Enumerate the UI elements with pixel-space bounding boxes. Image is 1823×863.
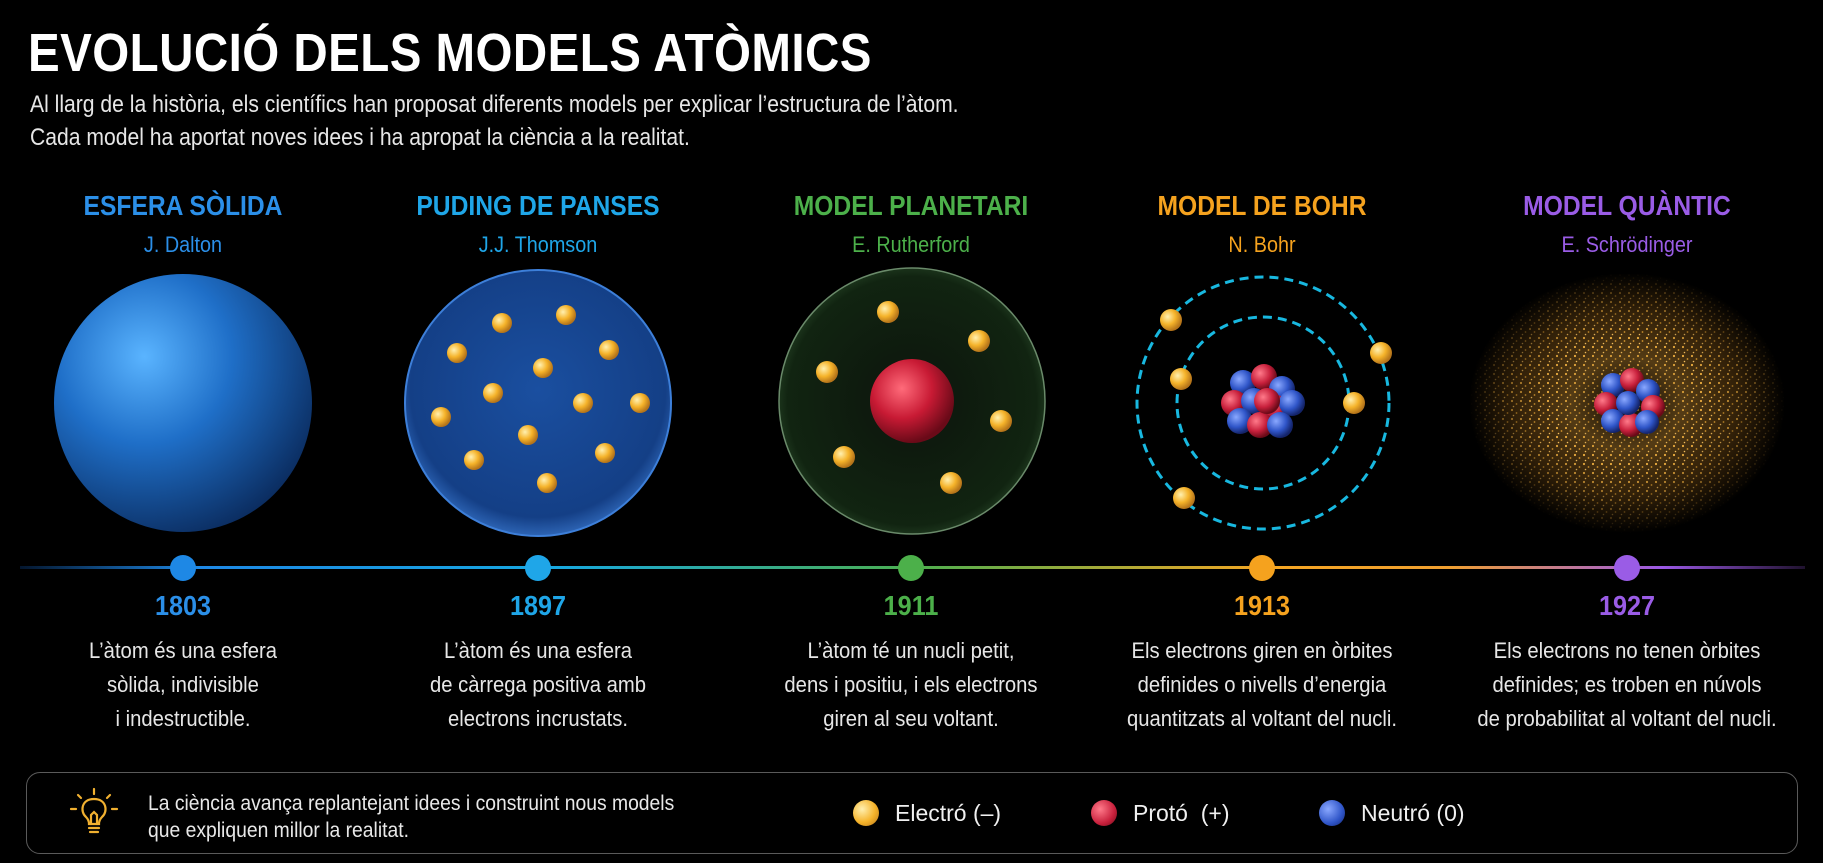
quantum-model-illustration <box>1447 255 1807 555</box>
solid-sphere-illustration <box>54 274 312 532</box>
model-year: 1927 <box>1598 590 1656 621</box>
model-description: L’àtom és una esfera de càrrega positiva… <box>429 638 646 731</box>
model-year: 1803 <box>154 590 212 621</box>
lightbulb-icon <box>69 787 119 834</box>
neutron-swatch <box>1319 800 1345 826</box>
model-year: 1911 <box>883 590 939 621</box>
timeline-dot <box>898 555 924 581</box>
model-name: PUDING DE PANSES <box>416 190 660 221</box>
intro-text: Al llarg de la història, els científics … <box>30 88 959 154</box>
legend-label: Electró (–) <box>895 799 1002 826</box>
model-scientist: N. Bohr <box>1228 232 1296 257</box>
model-name: MODEL QUÀNTIC <box>1523 190 1731 221</box>
intro-line: Cada model ha aportat noves idees i ha a… <box>30 124 690 151</box>
proton-swatch <box>1091 800 1117 826</box>
timeline-dot <box>1614 555 1640 581</box>
legend-neutron: Neutró (0) <box>1319 798 1465 828</box>
timeline-dot <box>170 555 196 581</box>
model-description: Els electrons no tenen òrbites definides… <box>1477 638 1777 731</box>
bohr-model-illustration <box>1135 275 1392 531</box>
timeline-dot <box>525 555 551 581</box>
plum-pudding-illustration <box>404 269 672 537</box>
model-name: ESFERA SÒLIDA <box>83 190 283 221</box>
model-scientist: E. Schrödinger <box>1561 232 1693 257</box>
model-name: MODEL PLANETARI <box>793 190 1029 221</box>
model-description: L’àtom té un nucli petit, dens i positiu… <box>784 638 1038 731</box>
model-scientist: J. Dalton <box>143 232 223 257</box>
model-description: L’àtom és una esfera sòlida, indivisible… <box>89 638 277 731</box>
page-title: EVOLUCIÓ DELS MODELS ATÒMICS <box>28 23 872 83</box>
legend-label: Neutró (0) <box>1361 799 1465 826</box>
legend-electron: Electró (–) <box>853 798 1001 828</box>
legend-label: Protó (+) <box>1133 799 1230 826</box>
model-description: Els electrons giren en òrbites definides… <box>1126 638 1398 731</box>
planetary-model-illustration <box>778 267 1046 535</box>
timeline-dot <box>1249 555 1275 581</box>
model-year: 1897 <box>509 590 567 621</box>
intro-line: Al llarg de la història, els científics … <box>30 91 959 118</box>
legend-proton: Protó (+) <box>1091 798 1230 828</box>
info-box <box>26 772 1798 854</box>
model-scientist: J.J. Thomson <box>478 232 598 257</box>
electron-swatch <box>853 800 879 826</box>
model-year: 1913 <box>1233 590 1291 621</box>
model-name: MODEL DE BOHR <box>1157 190 1367 221</box>
info-note: La ciència avança replantejant idees i c… <box>148 792 675 842</box>
model-scientist: E. Rutherford <box>852 232 970 257</box>
